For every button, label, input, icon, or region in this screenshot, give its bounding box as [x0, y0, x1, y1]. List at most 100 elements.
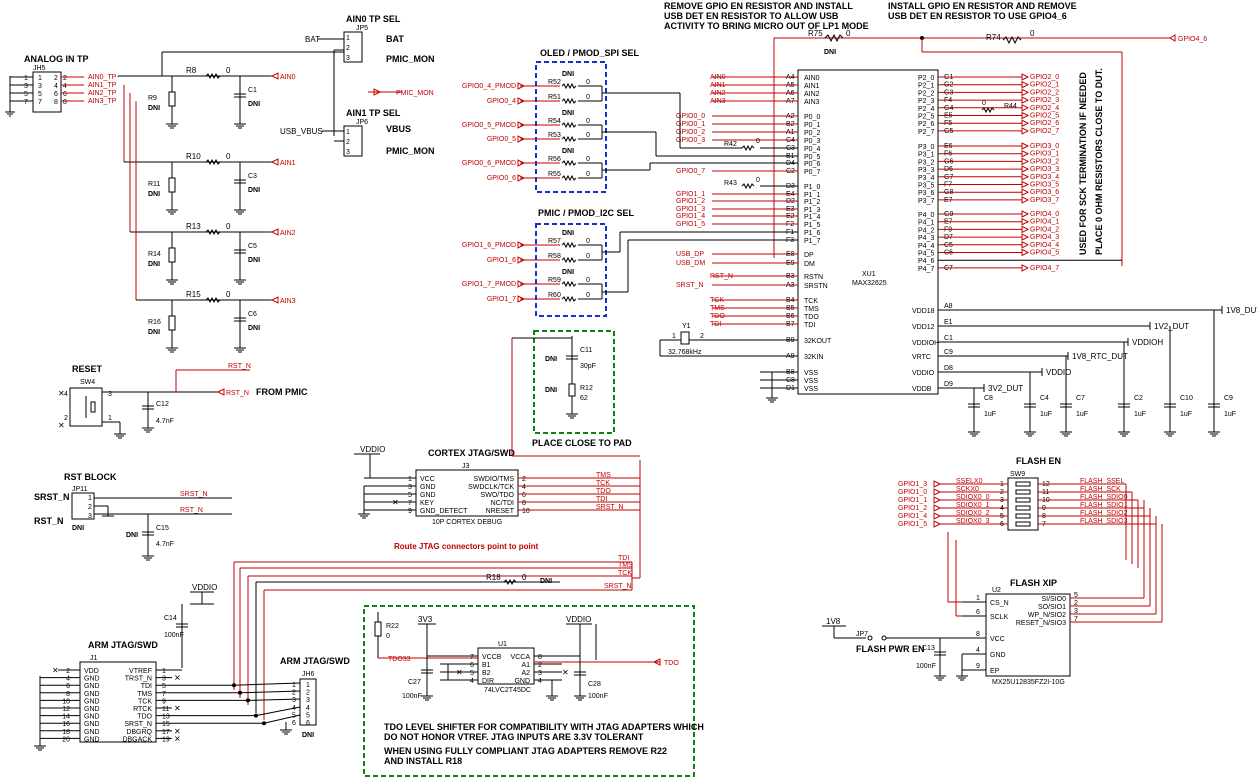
c15-value: 4.7nF: [156, 541, 174, 548]
route-jtag-note: Route JTAG connectors point to point: [394, 542, 539, 551]
oled-res-ref: R51: [548, 94, 561, 101]
mcu-pin-net: RST_N: [710, 273, 733, 280]
sw9-in-net: GPIO1_4: [898, 513, 927, 520]
decap-value: 1uF: [984, 411, 996, 418]
r75-value: 0: [846, 29, 851, 38]
r74-ref: R74: [986, 33, 1001, 42]
mcu-pin-name: TCK: [804, 298, 818, 305]
u1-pin-number: 5: [470, 670, 474, 677]
c13-ref: C13: [922, 645, 935, 652]
j1-pin-name: GND: [84, 736, 100, 743]
c12-value: 4.7nF: [156, 418, 174, 425]
ain0-tp-sel: AIN0 TP SEL JP5 1 2 3 BAT BAT PMIC_MON: [305, 14, 435, 136]
decap-ref: C7: [1076, 395, 1085, 402]
j1-pin-name: GND: [84, 691, 100, 698]
j1-pin-number: 19: [162, 736, 170, 743]
analog-cap-ref: C3: [248, 173, 257, 180]
rst-rst-net: RST_N: [180, 507, 203, 514]
ground-symbol: [166, 123, 178, 129]
mcu-pin-name: P0_0: [804, 114, 820, 121]
pmic-mon-net: PMIC_MON: [396, 90, 434, 97]
j1-pin-number: 16: [62, 721, 70, 728]
sw4-ref: SW4: [80, 379, 95, 386]
mcu-pin-name: VSS: [804, 378, 818, 385]
j1-pin-name: GND: [84, 706, 100, 713]
mcu-pin-net: GPIO4_2: [1030, 226, 1059, 233]
j1-pin-number: 18: [62, 729, 70, 736]
jh5-pin-inner: 5: [38, 91, 42, 98]
jp6-vbus-label: VBUS: [386, 124, 411, 134]
oled-res-value: 0: [586, 156, 590, 163]
mcu-pin-net: GPIO2_3: [1030, 97, 1059, 104]
oled-res-ref: R52: [548, 79, 561, 86]
jh5-net: AIN0_TP: [88, 74, 117, 81]
mcu-pin-name: P0_2: [804, 130, 820, 137]
jh5-pin: 4: [63, 83, 67, 90]
mcu-power-name: VDD12: [912, 324, 935, 331]
u1-pin-name: B1: [482, 662, 491, 669]
mcu-pin-name: P0_7: [804, 169, 820, 176]
ground-symbol: [166, 209, 178, 215]
flash-en-title: FLASH EN: [1016, 456, 1061, 466]
analog-title: ANALOG IN TP: [24, 54, 89, 64]
ground-symbol: [968, 431, 980, 437]
svg-text:✕: ✕: [58, 421, 65, 430]
pmic-res-value: 0: [586, 292, 590, 299]
mcu-pin-name: P1_1: [804, 192, 820, 199]
jh5-ref: JH5: [33, 65, 46, 72]
jp5-pin1: 1: [346, 35, 350, 42]
j3-pin-number: 4: [522, 484, 526, 491]
u2-pin-name: GND: [990, 652, 1006, 659]
mcu-series-resistors: R42 0 R43 0 R44 0: [724, 100, 1017, 190]
sw9-pin-left: 2: [1000, 489, 1004, 496]
u2-pin-number: 4: [976, 647, 980, 654]
bus-tdi: TDI: [618, 555, 629, 562]
u1-pin-name: A1: [521, 662, 530, 669]
mcu-pin-net: TCK: [710, 297, 724, 304]
ground-symbol: [1024, 431, 1036, 437]
mcu-pin-name: TDO: [804, 314, 819, 321]
j1-pin-number: 20: [62, 736, 70, 743]
crystal-block: Y1 1 2 32.768kHz: [659, 323, 798, 357]
mcu-pin-name: P1_3: [804, 207, 820, 214]
u2-pin-number: 3: [1074, 608, 1078, 615]
r75-dni: DNI: [824, 49, 836, 56]
pmic-title: PMIC / PMOD_I2C SEL: [538, 208, 635, 218]
gpio4-6-net: GPIO4_6: [1178, 36, 1207, 43]
place-close-box: [533, 330, 615, 434]
jp6-pin3: 3: [346, 149, 350, 156]
jh6-dni: DNI: [302, 732, 314, 739]
top-notes: REMOVE GPIO EN RESISTOR AND INSTALL USB …: [664, 1, 1104, 255]
reset-rst-net: RST_N: [228, 363, 251, 370]
analog-series-ref: R8: [186, 66, 197, 75]
analog-cap-ref: C6: [248, 311, 257, 318]
mcu-pin-net: SRST_N: [676, 282, 704, 289]
j1-pin-name: TMS: [137, 691, 152, 698]
j1-pin-name: GND: [84, 683, 100, 690]
r43-value: 0: [756, 177, 760, 184]
reset-title: RESET: [72, 364, 103, 374]
j1-pin-number: 1: [162, 668, 166, 675]
jh5-pin: 1: [24, 75, 28, 82]
tdo-note-3: WHEN USING FULLY COMPLIANT JTAG ADAPTERS…: [384, 746, 667, 756]
j3-net: TDI: [596, 496, 607, 503]
jp7-ref: JP7: [856, 631, 868, 638]
mcu-pin-net: GPIO1_1: [676, 191, 705, 198]
analog-cap-ref: C5: [248, 243, 257, 250]
pmic-res-dni: DNI: [562, 269, 574, 276]
j3-pin-name: NRESET: [486, 508, 515, 515]
mcu-pin-net: GPIO2_4: [1030, 105, 1059, 112]
mcu-pin-name: P2_0: [918, 75, 934, 82]
analog-cap-dni: DNI: [248, 187, 260, 194]
j3-pin-name: GND_DETECT: [420, 508, 468, 515]
mcu-pin-name: P1_5: [804, 222, 820, 229]
u1-pin-name: A2: [521, 670, 530, 677]
j3-net: SRST_N: [596, 504, 624, 511]
analog-cap-dni: DNI: [248, 257, 260, 264]
mcu-pin-net: GPIO3_5: [1030, 182, 1059, 189]
j1-pin-number: 8: [66, 691, 70, 698]
mcu-pin-name: VSS: [804, 386, 818, 393]
